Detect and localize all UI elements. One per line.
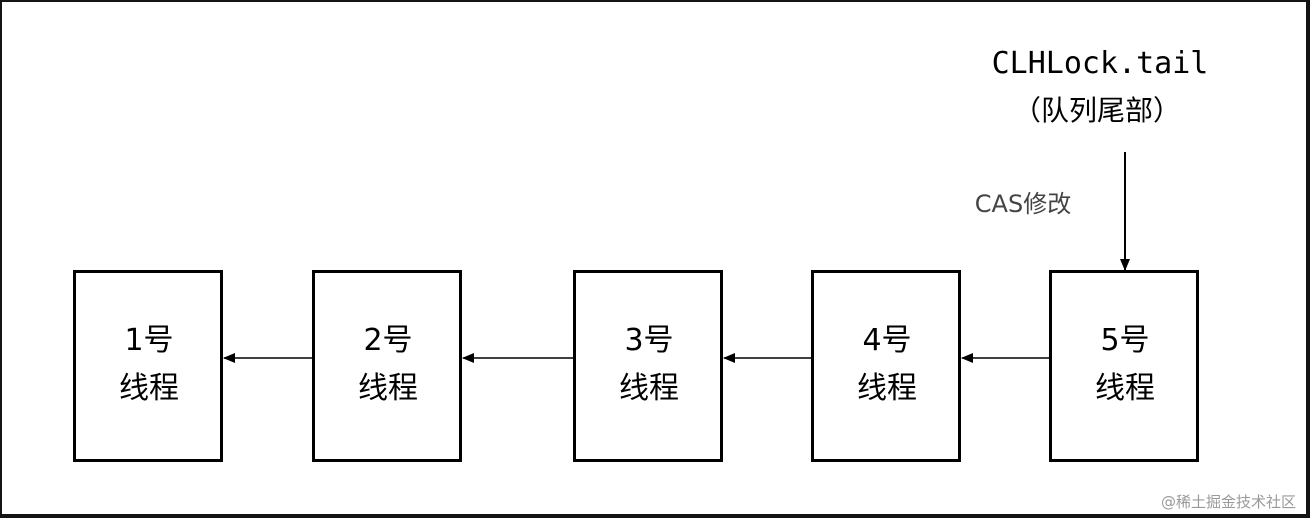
thread-node-4 bbox=[811, 270, 961, 462]
thread-node-label: 线程 bbox=[358, 371, 418, 406]
thread-node-3 bbox=[573, 270, 723, 462]
thread-node-2 bbox=[312, 270, 462, 462]
thread-node-label: 4号 bbox=[862, 323, 911, 358]
thread-node-label: 3号 bbox=[624, 323, 673, 358]
thread-node-label: 线程 bbox=[119, 371, 179, 406]
thread-node-label: 2号 bbox=[363, 323, 412, 358]
thread-node-label: 1号 bbox=[124, 323, 173, 358]
thread-node-1 bbox=[73, 270, 223, 462]
thread-node-label: 线程 bbox=[1095, 371, 1155, 406]
thread-node-label: 线程 bbox=[619, 371, 679, 406]
thread-node-label: 5号 bbox=[1100, 323, 1149, 358]
tail-label: CLHLock.tail bbox=[992, 46, 1209, 81]
thread-node-5 bbox=[1049, 270, 1199, 462]
thread-node-label: 线程 bbox=[857, 371, 917, 406]
watermark: @稀土掘金技术社区 bbox=[1160, 493, 1296, 511]
cas-label: CAS修改 bbox=[975, 190, 1071, 218]
tail-sublabel: （队列尾部） bbox=[1013, 94, 1181, 127]
